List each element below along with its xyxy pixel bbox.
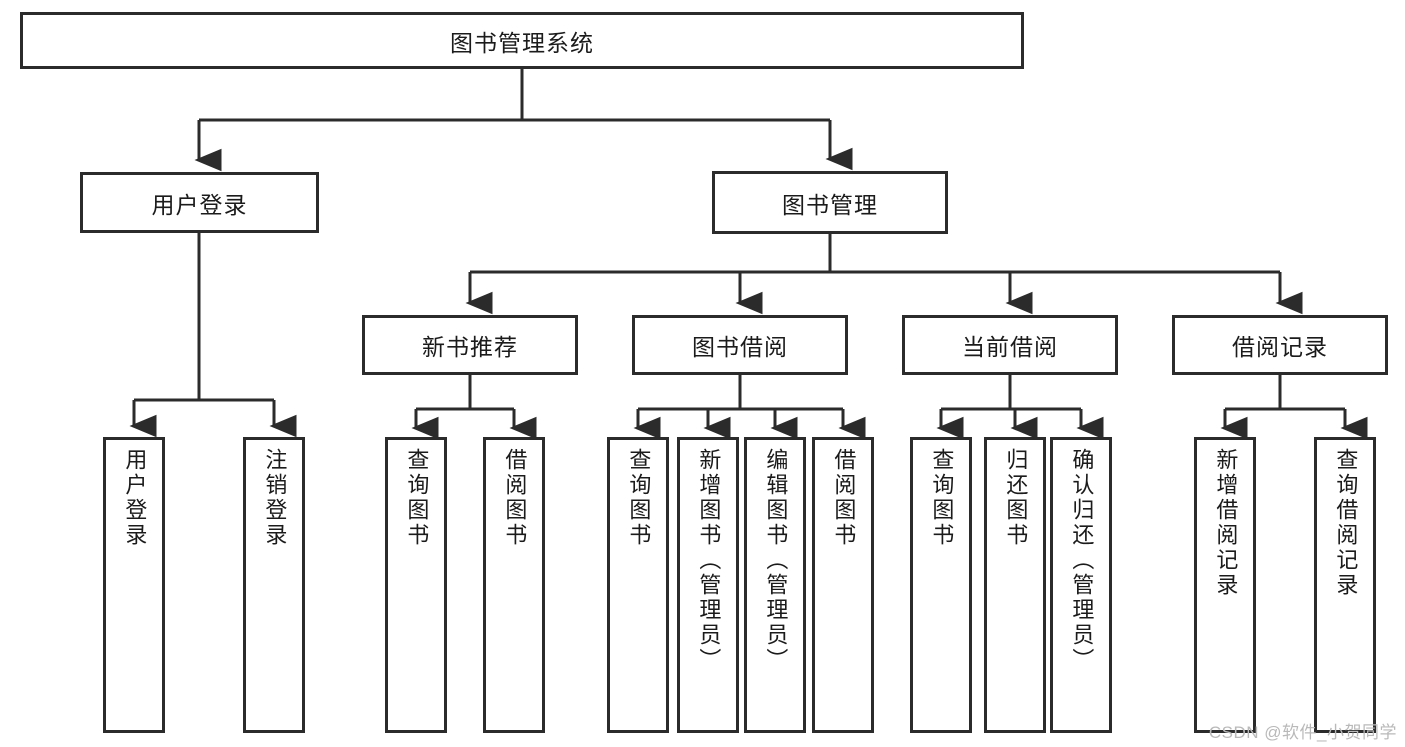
leaf-borrow-book-recommend[interactable]: 借阅图书 [483, 437, 545, 733]
leaf-edit-book-admin[interactable]: 编辑图书（管理员） [744, 437, 806, 733]
leaf-query-book-current-label: 查询图书 [929, 448, 955, 548]
node-root[interactable]: 图书管理系统 [20, 12, 1024, 69]
leaf-add-book-admin-label: 新增图书（管理员） [696, 448, 722, 673]
node-user-login[interactable]: 用户登录 [80, 172, 319, 233]
node-book-borrow[interactable]: 图书借阅 [632, 315, 848, 375]
node-book-management-label: 图书管理 [782, 191, 878, 218]
leaf-confirm-return-admin-label: 确认归还（管理员） [1069, 448, 1095, 673]
node-borrow-record[interactable]: 借阅记录 [1172, 315, 1388, 375]
node-new-book-recommend-label: 新书推荐 [422, 334, 518, 360]
leaf-add-borrow-record[interactable]: 新增借阅记录 [1194, 437, 1256, 733]
node-borrow-record-label: 借阅记录 [1232, 334, 1328, 360]
node-new-book-recommend[interactable]: 新书推荐 [362, 315, 578, 375]
node-current-borrow-label: 当前借阅 [962, 334, 1058, 360]
leaf-logout[interactable]: 注销登录 [243, 437, 305, 733]
leaf-query-book-borrow-label: 查询图书 [626, 448, 652, 548]
leaf-borrow-book[interactable]: 借阅图书 [812, 437, 874, 733]
watermark: CSDN @软件_小贺同学 [1208, 723, 1397, 742]
leaf-user-login[interactable]: 用户登录 [103, 437, 165, 733]
leaf-user-login-label: 用户登录 [122, 448, 148, 548]
leaf-query-book-current[interactable]: 查询图书 [910, 437, 972, 733]
leaf-query-book-recommend-label: 查询图书 [404, 448, 430, 548]
leaf-borrow-book-label: 借阅图书 [831, 448, 857, 548]
leaf-borrow-book-recommend-label: 借阅图书 [502, 448, 528, 548]
leaf-edit-book-admin-label: 编辑图书（管理员） [763, 448, 789, 673]
node-user-login-label: 用户登录 [151, 191, 248, 218]
leaf-query-borrow-record-label: 查询借阅记录 [1333, 448, 1359, 598]
leaf-logout-label: 注销登录 [262, 448, 288, 548]
leaf-return-book[interactable]: 归还图书 [984, 437, 1046, 733]
leaf-query-book-borrow[interactable]: 查询图书 [607, 437, 669, 733]
leaf-add-borrow-record-label: 新增借阅记录 [1213, 448, 1239, 598]
leaf-add-book-admin[interactable]: 新增图书（管理员） [677, 437, 739, 733]
node-current-borrow[interactable]: 当前借阅 [902, 315, 1118, 375]
leaf-query-borrow-record[interactable]: 查询借阅记录 [1314, 437, 1376, 733]
node-book-borrow-label: 图书借阅 [692, 334, 788, 360]
leaf-query-book-recommend[interactable]: 查询图书 [385, 437, 447, 733]
leaf-return-book-label: 归还图书 [1003, 448, 1029, 548]
node-root-label: 图书管理系统 [450, 29, 594, 56]
leaf-confirm-return-admin[interactable]: 确认归还（管理员） [1050, 437, 1112, 733]
node-book-management[interactable]: 图书管理 [712, 171, 948, 234]
